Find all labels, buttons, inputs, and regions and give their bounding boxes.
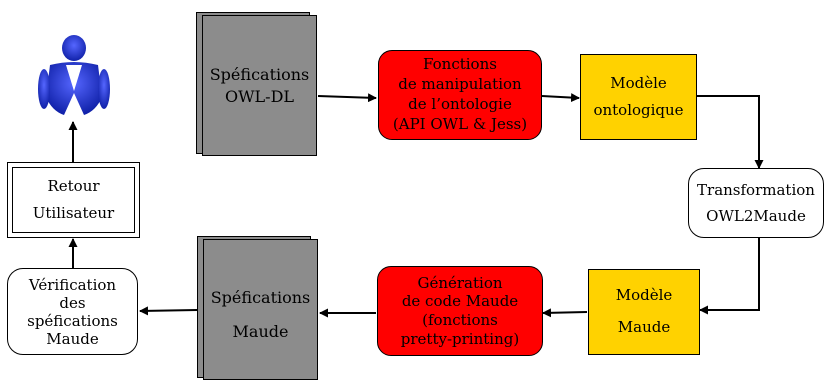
spec-maude-line-1: Spéfications (210, 287, 311, 307)
transformation-line-2: OWL2Maude (706, 207, 806, 225)
manipulation-line-4: (API OWL & Jess) (392, 114, 528, 133)
arrow-manipulation-to-modele (541, 93, 580, 103)
modele-onto-node: Modèle ontologique (580, 54, 697, 140)
transformation-node: Transformation OWL2Maude (688, 168, 824, 238)
generation-line-2: de code Maude (401, 292, 519, 311)
generation-line-1: Génération (417, 273, 503, 292)
modele-onto-line-2: ontologique (593, 101, 684, 119)
spec-maude-node: Spéfications Maude (197, 236, 321, 380)
retour-line-1: Retour (47, 177, 100, 195)
generation-line-4: pretty-printing) (400, 329, 520, 348)
generation-line-3: (fonctions (422, 311, 498, 329)
manipulation-line-2: de manipulation (398, 75, 522, 94)
modele-maude-line-1: Modèle (615, 286, 673, 305)
spec-owl-line-2: OWL-DL (224, 86, 295, 106)
modele-onto-line-1: Modèle (610, 74, 667, 92)
retour-node: Retour Utilisateur (7, 162, 140, 238)
verification-line-2: des (59, 293, 86, 312)
arrow-spec-to-verification (139, 306, 198, 316)
arrow-maude-to-generation (542, 308, 588, 318)
modele-maude-line-2: Maude (617, 318, 671, 337)
modele-maude-node: Modèle Maude (588, 269, 700, 355)
arrow-spec-to-manipulation (317, 93, 377, 103)
transformation-line-1: Transformation (697, 180, 815, 199)
arrow-transformation-to-maude (699, 238, 760, 315)
retour-line-2: Utilisateur (32, 204, 115, 222)
spec-owl-node: Spéfications OWL-DL (196, 12, 320, 158)
manipulation-line-3: de l’ontologie (408, 95, 512, 113)
generation-node: Génération de code Maude (fonctions pret… (377, 266, 543, 356)
spec-maude-line-2: Maude (232, 322, 289, 342)
manipulation-node: Fonctions de manipulation de l’ontologie… (378, 50, 542, 140)
verification-node: Vérification des spéfications Maude (7, 268, 138, 355)
verification-line-4: Maude (46, 329, 99, 348)
verification-line-3: spéfications (27, 311, 118, 330)
retour-inner-frame: Retour Utilisateur (12, 167, 135, 233)
manipulation-line-1: Fonctions (423, 55, 497, 74)
user-icon (38, 35, 110, 115)
arrow-modele-to-transformation (697, 95, 764, 169)
verification-line-1: Vérification (28, 275, 117, 294)
spec-owl-line-1: Spéfications (209, 65, 310, 85)
